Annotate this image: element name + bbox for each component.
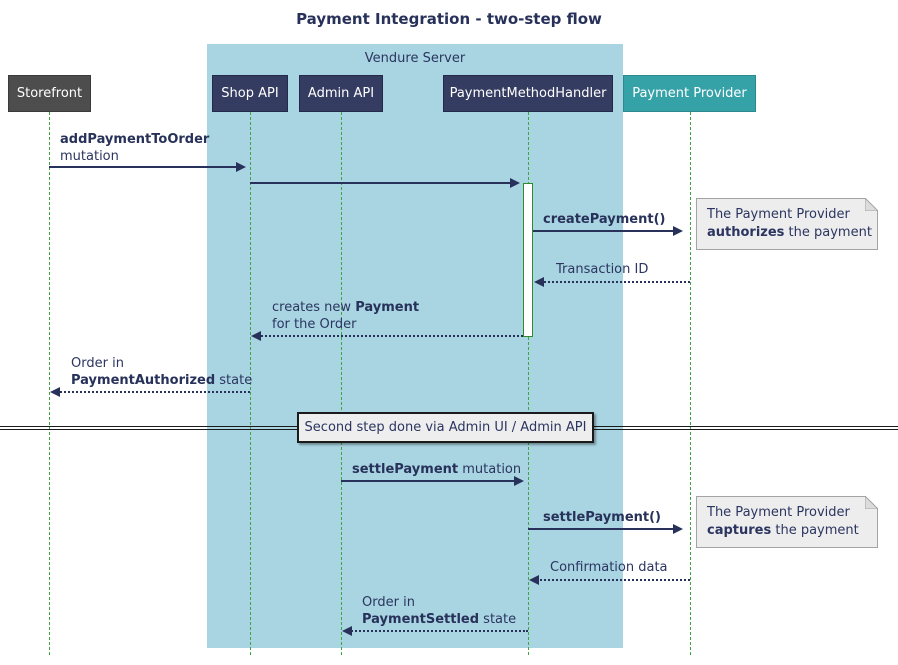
lifeline-storefront — [49, 112, 50, 655]
note-fold-icon — [865, 198, 878, 211]
arrow-order-authorized — [50, 387, 250, 397]
note-captures: The Payment Provider captures the paymen… — [696, 496, 878, 548]
arrow-shop-to-handler — [250, 178, 520, 188]
arrow-confirmation — [529, 575, 690, 585]
arrow-create-payment — [533, 226, 683, 236]
arrow-settle-mutation — [341, 476, 524, 486]
lifeline-shop-api — [250, 112, 251, 655]
lifeline-admin-api — [341, 112, 342, 655]
arrowhead-right-icon — [673, 524, 683, 534]
arrowhead-left-icon — [50, 387, 60, 397]
arrowhead-right-icon — [510, 178, 520, 188]
message-label-add-payment: addPaymentToOrder mutation — [60, 132, 210, 164]
participant-payment-provider: Payment Provider — [623, 75, 756, 112]
arrowhead-right-icon — [236, 162, 246, 172]
note-fold-icon — [865, 496, 878, 509]
message-label-creates-payment: creates new Payment for the Order — [272, 300, 420, 332]
message-label-transaction-id: Transaction ID — [556, 262, 649, 277]
arrow-creates-payment — [251, 331, 523, 341]
participant-admin-api: Admin API — [299, 75, 383, 112]
participant-shop-api: Shop API — [212, 75, 288, 112]
note-authorizes: The Payment Provider authorizes the paym… — [696, 198, 878, 250]
activation-bar-payment-method-handler — [523, 183, 533, 337]
lifeline-payment-method-handler — [528, 112, 529, 655]
arrow-settle-payment — [528, 524, 683, 534]
vendure-server-container: Vendure Server — [207, 44, 623, 648]
message-label-order-settled: Order in PaymentSettled state — [362, 595, 517, 627]
participant-payment-method-handler: PaymentMethodHandler — [443, 75, 613, 112]
arrow-order-settled — [342, 626, 528, 636]
arrowhead-right-icon — [514, 476, 524, 486]
participant-storefront: Storefront — [8, 75, 91, 112]
divider-label: Second step done via Admin UI / Admin AP… — [297, 412, 594, 443]
arrowhead-left-icon — [529, 575, 539, 585]
message-label-settle-payment: settlePayment() — [543, 510, 661, 525]
arrowhead-left-icon — [534, 277, 544, 287]
message-label-create-payment: createPayment() — [543, 212, 666, 227]
lifeline-payment-provider — [690, 112, 691, 655]
arrowhead-left-icon — [251, 331, 261, 341]
arrow-transaction-id — [534, 277, 690, 287]
vendure-server-label: Vendure Server — [364, 51, 466, 66]
arrow-add-payment — [49, 162, 246, 172]
message-label-settle-mutation: settlePayment mutation — [352, 462, 522, 477]
diagram-title: Payment Integration - two-step flow — [296, 10, 602, 28]
arrowhead-left-icon — [342, 626, 352, 636]
message-label-order-authorized: Order in PaymentAuthorized state — [71, 356, 253, 388]
arrowhead-right-icon — [673, 226, 683, 236]
message-label-confirmation: Confirmation data — [550, 560, 668, 575]
